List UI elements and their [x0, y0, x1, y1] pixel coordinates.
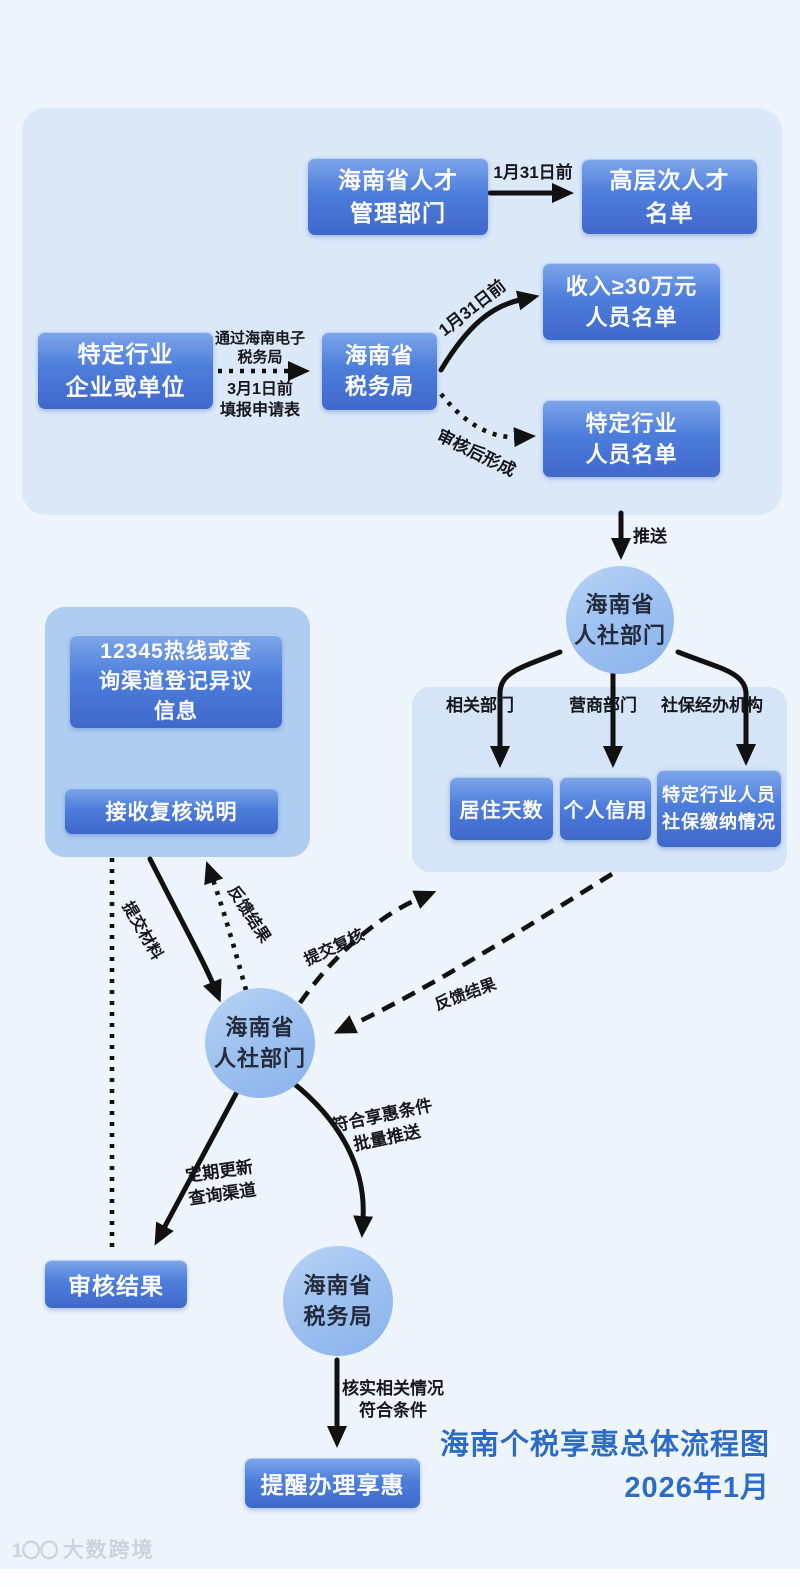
diagram-title-line2: 2026年1月 [624, 1472, 770, 1504]
arrow-submit-material [147, 856, 222, 1003]
node-talent-dept: 海南省人才 管理部门 [308, 158, 488, 235]
node-income-list: 收入≥30万元 人员名单 [543, 263, 720, 340]
bottom-strip [0, 1569, 800, 1587]
arrow-feedback-2 [333, 872, 614, 1034]
label-jan31-top: 1月31日前 [493, 163, 573, 182]
node-industry-list: 特定行业 人员名单 [543, 400, 720, 477]
diagram-title: 海南个税享惠总体流程图 2026年1月 [330, 1424, 770, 1510]
label-mar1: 3月1日前 填报申请表 [219, 381, 300, 419]
node-tax-bureau: 海南省 税务局 [322, 332, 437, 410]
arrow-periodic-update [154, 1087, 241, 1246]
node-industry-unit: 特定行业 企业或单位 [38, 332, 213, 409]
arrow-tax-to-industry [439, 392, 536, 448]
node-review-note: 接收复核说明 [65, 788, 278, 834]
label-via-etax: 通过海南电子 税务局 [214, 330, 305, 366]
node-talent-list: 高层次人才 名单 [582, 159, 757, 234]
node-audit-result: 审核结果 [45, 1260, 187, 1308]
arrow-to-social [675, 649, 756, 766]
arrow-tax-to-income [438, 290, 540, 373]
node-social-payment: 特定行业人员 社保缴纳情况 [657, 770, 781, 847]
arrow-feedback-1 [204, 861, 249, 991]
watermark-text: 大数跨境 [62, 1539, 155, 1562]
label-business-dept: 营商部门 [569, 696, 637, 715]
node-tax-bureau-circle: 海南省 税务局 [283, 1246, 393, 1356]
label-social-agency: 社保经办机构 [661, 696, 763, 715]
arrow-submit-review [298, 890, 437, 1005]
label-related-dept: 相关部门 [446, 696, 514, 715]
node-hr-dept-circle: 海南省 人社部门 [566, 566, 674, 674]
node-hr-dept-circle-2: 海南省 人社部门 [205, 988, 315, 1098]
node-residence-days: 居住天数 [450, 777, 553, 840]
watermark-logo-icon: 1〇〇 [12, 1540, 59, 1562]
label-verify: 核实相关情况 符合条件 [342, 1379, 444, 1420]
diagram-title-line1: 海南个税享惠总体流程图 [439, 1429, 770, 1461]
arrow-eligible-push [289, 1079, 374, 1238]
arrow-to-residence [490, 649, 563, 768]
node-remind: 提醒办理享惠 [245, 1458, 420, 1508]
node-personal-credit: 个人信用 [560, 777, 651, 840]
node-hotline: 12345热线或查 询渠道登记异议 信息 [70, 635, 282, 728]
label-push: 推送 [633, 527, 667, 546]
watermark: 1〇〇 大数跨境 [12, 1534, 155, 1564]
